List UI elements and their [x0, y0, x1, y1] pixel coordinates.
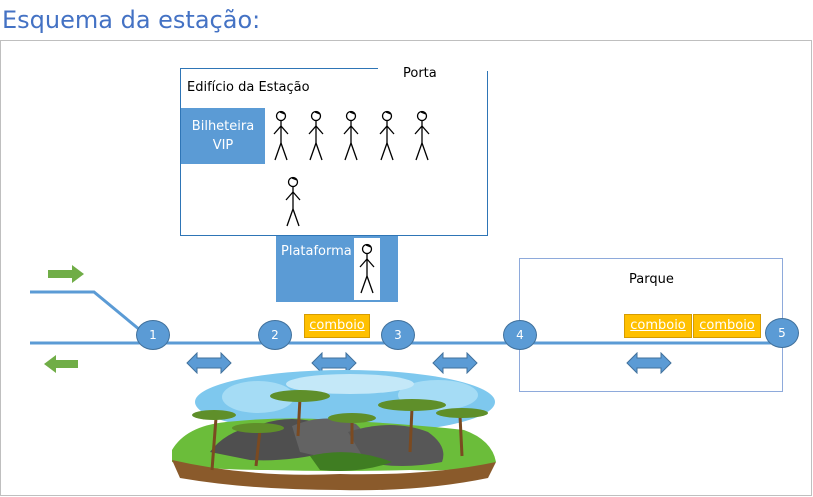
person-icon: [343, 110, 359, 161]
track-node-2: 2: [258, 320, 292, 350]
track-node-4: 4: [503, 320, 537, 350]
vip-ticket-office: Bilheteira VIP: [181, 108, 265, 164]
person-icon: [308, 110, 324, 161]
person-icon: [285, 176, 301, 227]
platform-label: Plataforma: [281, 244, 352, 259]
double-arrow-icon: [186, 352, 232, 374]
train: comboio: [624, 314, 692, 338]
train-label: comboio: [309, 318, 365, 333]
upper-track-branch: [30, 290, 141, 332]
track-node-5: 5: [765, 318, 799, 348]
island-landscape-illustration: [172, 370, 496, 491]
station-door-label: Porta: [403, 66, 437, 81]
station-building-label: Edifício da Estação: [187, 80, 310, 95]
double-arrow-icon: [311, 352, 357, 374]
person-icon: [414, 110, 430, 161]
train-label: comboio: [630, 318, 686, 333]
green-arrow-left-icon: [44, 355, 78, 373]
platform-person-icon: [359, 243, 375, 294]
page-title: Esquema da estação:: [2, 6, 261, 34]
park-label: Parque: [629, 272, 674, 287]
double-arrow-icon: [432, 352, 478, 374]
train: comboio: [693, 314, 761, 338]
train: comboio: [304, 314, 370, 338]
person-icon: [379, 110, 395, 161]
track-node-3: 3: [381, 320, 415, 350]
green-arrow-right-icon: [48, 265, 84, 283]
train-label: comboio: [699, 318, 755, 333]
track-node-1: 1: [136, 320, 170, 350]
diagram-canvas: [0, 40, 812, 496]
double-arrow-icon: [626, 352, 672, 374]
vip-ticket-office-label: Bilheteira VIP: [191, 119, 255, 153]
person-icon: [273, 110, 289, 161]
station-door-gap: [378, 66, 488, 71]
